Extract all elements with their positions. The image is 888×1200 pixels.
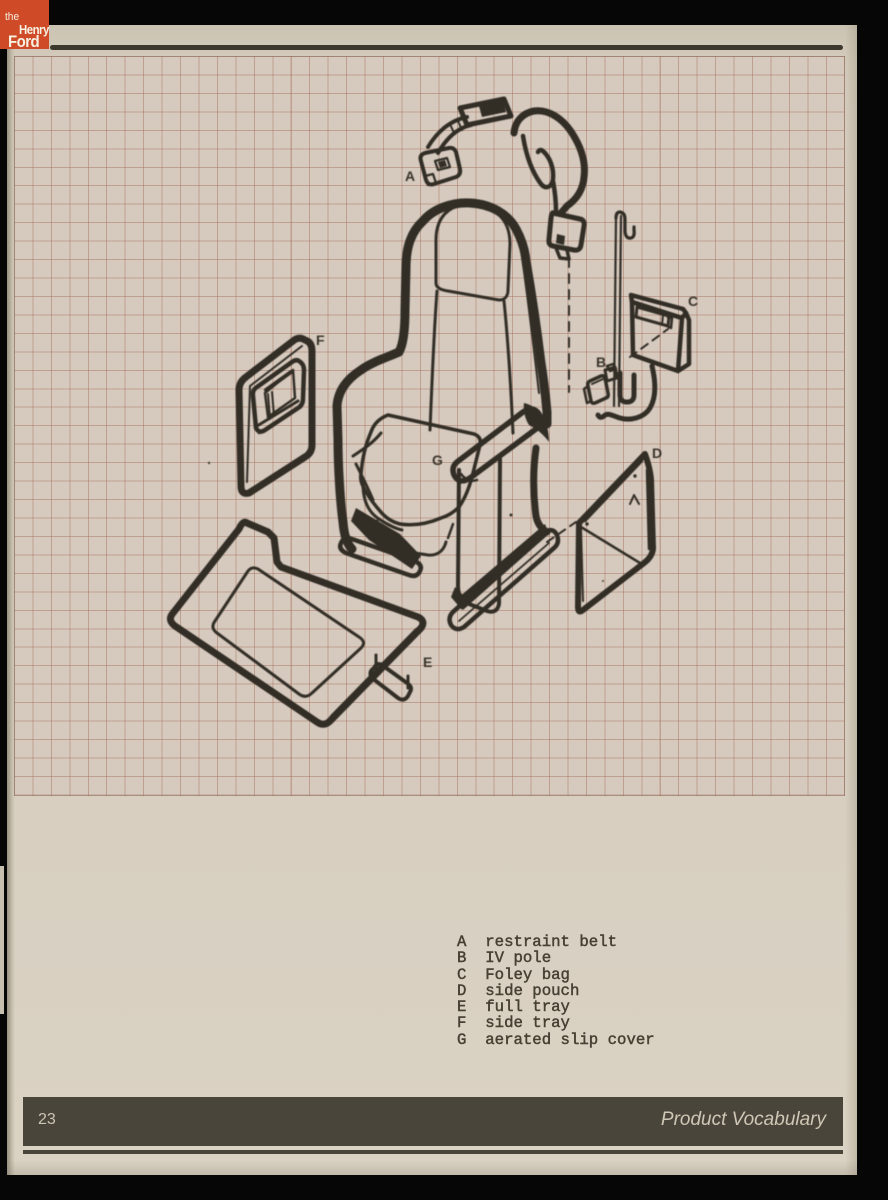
svg-text:C: C: [688, 293, 698, 309]
svg-text:G: G: [432, 452, 443, 468]
svg-text:A: A: [405, 168, 415, 184]
svg-text:E: E: [423, 654, 432, 670]
svg-text:D: D: [652, 445, 662, 461]
svg-text:B: B: [596, 354, 606, 370]
svg-text:F: F: [316, 332, 325, 348]
